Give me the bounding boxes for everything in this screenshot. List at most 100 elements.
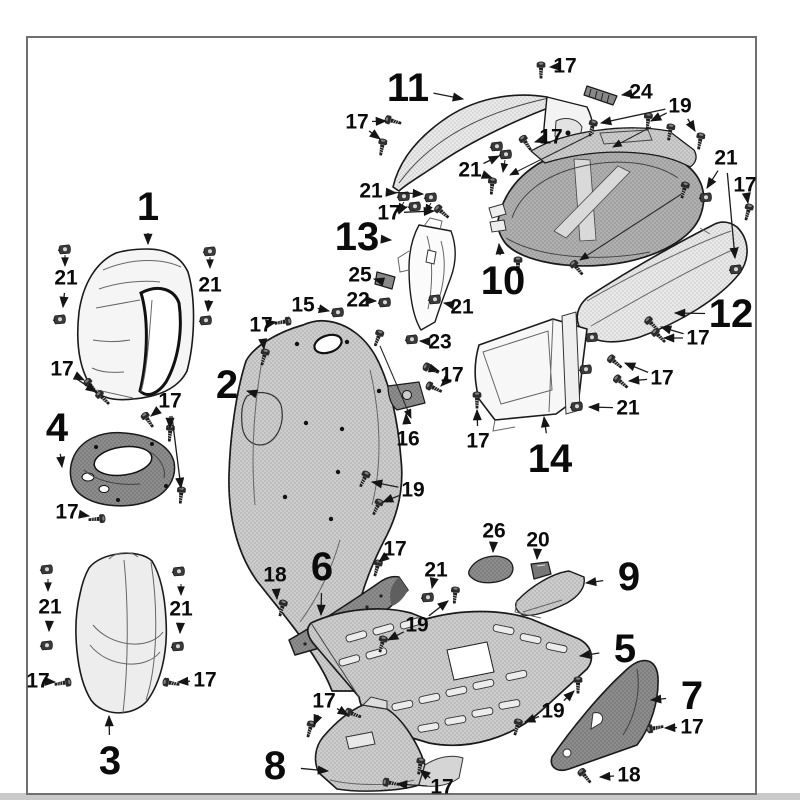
part-11-latch: [565, 130, 571, 136]
assembly-line: [509, 132, 595, 176]
callout-label-21: 21: [424, 559, 448, 582]
leader-line-24: [620, 88, 633, 98]
leader-line-17: [176, 676, 191, 686]
part-2-detail: [252, 349, 380, 623]
part-1-detail: [91, 260, 182, 399]
fastener-clip-icon: [423, 192, 437, 203]
fastener-clip-icon: [427, 294, 441, 305]
leader-line-17: [171, 415, 185, 490]
leader-line-21: [59, 292, 69, 309]
leader-line-17: [368, 129, 381, 140]
footer-strip: [0, 793, 800, 800]
part-7-hole: [562, 748, 572, 758]
part-8-detail: [329, 779, 415, 785]
part-10-tab: [488, 203, 507, 219]
callout-label-19: 19: [541, 700, 564, 723]
callout-label-17: 17: [650, 367, 673, 390]
callout-label-21: 21: [616, 397, 640, 420]
leader-line-17: [150, 406, 162, 417]
callout-label-8: 8: [264, 744, 286, 788]
fastener-clip-icon: [584, 332, 598, 343]
callout-label-19: 19: [401, 479, 424, 502]
part-1-lamp-recess: [138, 287, 182, 396]
part-3-front-lower-cover: [75, 552, 168, 714]
fastener-clip-icon: [498, 149, 512, 160]
callout-label-17: 17: [539, 126, 562, 149]
leader-line-21: [726, 172, 739, 260]
fastener-clip-icon: [52, 314, 66, 325]
part-24-ribs: [588, 88, 610, 104]
callout-label-17: 17: [312, 690, 335, 713]
callout-label-3: 3: [99, 739, 121, 783]
part-9-outline: [514, 570, 586, 617]
callout-label-23: 23: [428, 331, 451, 354]
fastener-clip-icon: [377, 297, 391, 308]
part-10-inner-rim: [505, 161, 679, 258]
part-10-rack-slot: [599, 129, 653, 145]
callout-label-21: 21: [198, 274, 222, 297]
leader-line-17: [395, 780, 428, 790]
fastener-clip-icon: [170, 641, 184, 652]
part-6-end-cap: [390, 577, 408, 606]
leader-line-17: [258, 338, 268, 351]
part-10-tab: [489, 219, 507, 233]
leader-line-13: [380, 234, 393, 244]
leader-line-21: [204, 299, 214, 313]
leader-line-19: [370, 479, 399, 489]
callout-label-11: 11: [387, 66, 429, 110]
leader-line-19: [386, 631, 404, 641]
part-9-floor-bracket: [514, 570, 586, 619]
part-10-brace: [553, 165, 631, 239]
callout-label-19: 19: [405, 614, 428, 637]
leader-line-17: [659, 325, 684, 335]
callout-label-17: 17: [680, 716, 703, 739]
leader-line-19: [599, 108, 666, 126]
part-16-hole: [402, 390, 412, 400]
leader-line-19: [381, 493, 400, 503]
part-24-outline: [583, 85, 618, 106]
callout-label-17: 17: [466, 430, 489, 453]
leader-lines-layer: [44, 61, 751, 790]
part-7-side-sill: [550, 659, 659, 772]
part-10-helmet-box: [488, 127, 705, 267]
callout-label-13: 13: [335, 215, 380, 259]
leader-line-17: [403, 206, 436, 217]
callout-label-17: 17: [440, 364, 463, 387]
callout-label-20: 20: [526, 529, 549, 552]
fastener-clip-icon: [420, 592, 434, 603]
part-2-screw-bosses: [282, 339, 382, 522]
callout-label-17: 17: [430, 776, 453, 799]
fastener-clip-icon: [330, 307, 344, 318]
part-13-inner-duct: [397, 217, 456, 331]
callout-label-17: 17: [193, 669, 216, 692]
part-4-detail: [83, 451, 165, 485]
fastener-clip-icon: [404, 334, 418, 345]
callout-label-21: 21: [54, 267, 78, 290]
leader-line-21: [385, 188, 425, 198]
fastener-clip-icon: [569, 401, 583, 412]
callout-label-17: 17: [383, 538, 406, 561]
callout-label-14: 14: [528, 437, 573, 481]
fastener-clip-icon: [39, 564, 53, 575]
fastener-clip-icon: [728, 264, 742, 275]
fastener-clip-icon: [39, 640, 53, 651]
leader-line-17: [419, 769, 431, 780]
callout-label-17: 17: [345, 111, 368, 134]
leader-line-19: [523, 714, 540, 723]
leader-line-17: [395, 205, 409, 215]
part-4-screw-bosses: [94, 442, 168, 502]
part-8-slot: [345, 731, 376, 750]
part-24-grip-strip: [583, 85, 618, 106]
callout-label-22: 22: [346, 289, 369, 312]
leader-line-17: [74, 376, 97, 393]
leader-line-7: [649, 694, 667, 704]
part-13-slot: [425, 249, 437, 265]
fastener-clip-icon: [698, 192, 712, 203]
callout-label-17: 17: [733, 174, 756, 197]
leader-line-21: [429, 577, 439, 590]
callout-label-17: 17: [249, 314, 272, 337]
callout-label-15: 15: [291, 294, 315, 317]
diagram-border: [26, 36, 757, 795]
leader-line-17: [533, 134, 547, 144]
